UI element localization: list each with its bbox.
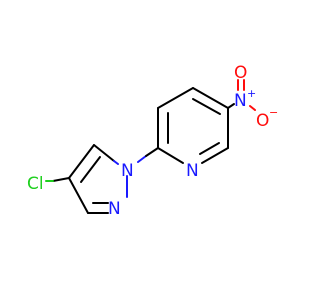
atom-label-n-pyrazole-1: N	[121, 161, 134, 181]
bond-c5-c4-a	[68, 144, 95, 179]
atom-label-cl: Cl	[27, 174, 44, 194]
bond-c5-nnitro	[227, 103, 235, 109]
bond-n1-c5	[93, 144, 115, 162]
bond-c6-npy-a	[201, 147, 229, 164]
atom-label-n-pyrazole-2: N	[108, 199, 121, 219]
bond-n1-c5-bluepart	[113, 160, 119, 165]
atom-label-n-nitro: N	[234, 91, 247, 111]
atom-charge-n-nitro: +	[247, 87, 256, 100]
bond-c6-npy-b	[199, 142, 220, 155]
bond-n1-c2py	[137, 155, 147, 163]
atom-charge-o-single: −	[269, 106, 278, 119]
bond-c3-c4	[157, 87, 194, 109]
bond-c4-c3	[68, 177, 89, 214]
bond-nnitro-o-single	[249, 105, 256, 111]
bond-c4-c5-a	[192, 87, 229, 109]
bond-n1-c2py-black	[145, 147, 159, 157]
bond-c4-cl	[52, 177, 70, 182]
bond-c4-c5-b	[192, 98, 221, 115]
bond-c5-c4-b	[80, 156, 101, 183]
atom-label-o-double: O	[234, 63, 247, 83]
atom-label-o-single: O	[256, 111, 269, 131]
atom-label-n-pyridine: N	[186, 161, 199, 181]
bond-npy-c2	[157, 147, 184, 164]
structure-diagram: Cl N N N N + O O −	[27, 63, 278, 219]
